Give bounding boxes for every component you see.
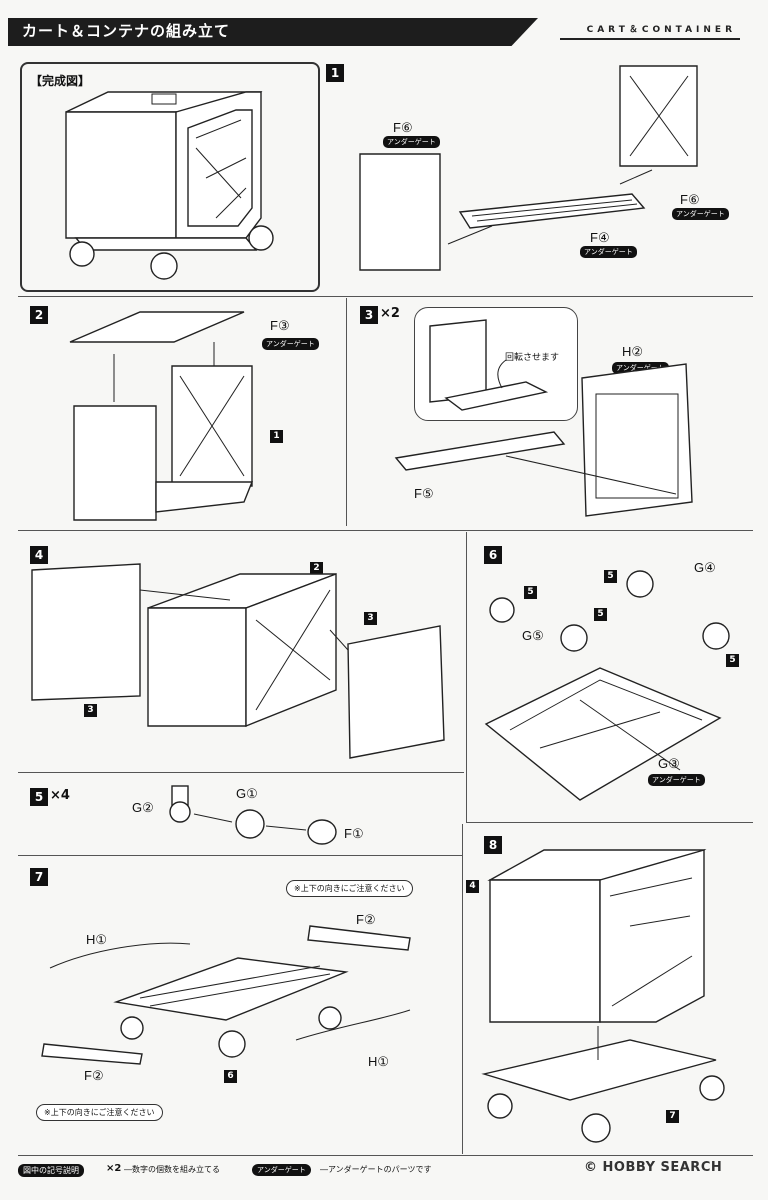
- part-label: H①: [86, 932, 108, 947]
- divider: [466, 822, 753, 823]
- under-gate-badge: アンダーゲート: [262, 338, 319, 350]
- part-label: G①: [236, 786, 258, 801]
- divider: [18, 1155, 753, 1156]
- subtitle-underline: [560, 38, 740, 40]
- step8-illustration: [481, 849, 725, 1143]
- step-reference-tag: 3: [364, 612, 377, 625]
- part-label: F③: [270, 318, 290, 333]
- step2-illustration: [69, 311, 254, 521]
- step4-illustration: [31, 563, 445, 759]
- step-reference-tag: 5: [604, 570, 617, 583]
- divider: [18, 296, 753, 297]
- legend-multiplier-text: ―数字の個数を組み立てる: [124, 1165, 220, 1174]
- watermark: © HOBBY SEARCH: [584, 1160, 723, 1175]
- divider: [18, 772, 464, 773]
- step1-illustration: [359, 65, 698, 271]
- orientation-note: ※上下の向きにご注意ください: [286, 880, 413, 897]
- page-title: カート＆コンテナの組み立て: [22, 22, 231, 40]
- step3-illustration: [394, 319, 693, 517]
- under-gate-badge: アンダーゲート: [648, 774, 705, 786]
- divider: [466, 532, 467, 822]
- title-bar: [8, 18, 538, 46]
- divider: [18, 530, 753, 531]
- part-label: G⑤: [522, 628, 544, 643]
- part-label: F⑥: [393, 120, 413, 135]
- step-number: 5: [30, 788, 48, 806]
- step-reference-tag: 7: [666, 1110, 679, 1123]
- step-reference-tag: 5: [524, 586, 537, 599]
- part-label: F④: [590, 230, 610, 245]
- divider: [18, 855, 462, 856]
- step-number: 2: [30, 306, 48, 324]
- step5-illustration: [169, 785, 337, 845]
- page-header: カート＆コンテナの組み立て CART＆CONTAINER: [0, 0, 768, 48]
- rotate-instruction: 回転させます: [505, 353, 560, 363]
- part-label: H②: [622, 344, 644, 359]
- orientation-note: ※上下の向きにご注意ください: [36, 1104, 163, 1121]
- divider: [462, 824, 463, 1154]
- part-label: F⑥: [680, 192, 700, 207]
- legend-gate-text: ―アンダーゲートのパーツです: [320, 1165, 432, 1174]
- step-reference-tag: 4: [466, 880, 479, 893]
- legend-title: 図中の記号説明: [18, 1164, 84, 1177]
- step-reference-tag: 2: [310, 562, 323, 575]
- under-gate-badge: アンダーゲート: [383, 136, 440, 148]
- completed-view-label: 【完成図】: [30, 74, 91, 88]
- legend-gate-symbol: アンダーゲート: [252, 1164, 311, 1176]
- page-subtitle: CART＆CONTAINER: [586, 25, 736, 35]
- step-number: 1: [326, 64, 344, 82]
- legend-multiplier-symbol: ×2: [106, 1163, 122, 1174]
- part-label: H①: [368, 1054, 390, 1069]
- part-label: G③: [658, 756, 680, 771]
- part-label: F①: [344, 826, 364, 841]
- step-number: 3: [360, 306, 378, 324]
- completed-cart-illustration: [65, 91, 274, 280]
- part-label: F②: [356, 912, 376, 927]
- step7-illustration: [41, 925, 411, 1065]
- step-number: 8: [484, 836, 502, 854]
- step-reference-tag: 5: [726, 654, 739, 667]
- under-gate-badge: アンダーゲート: [580, 246, 637, 258]
- step-reference-tag: 3: [84, 704, 97, 717]
- step-reference-tag: 5: [594, 608, 607, 621]
- part-label: G②: [132, 800, 154, 815]
- step-reference-tag: 1: [270, 430, 283, 443]
- step-reference-tag: 6: [224, 1070, 237, 1083]
- part-label: G④: [694, 560, 716, 575]
- step-number: 6: [484, 546, 502, 564]
- divider: [346, 298, 347, 526]
- step-number: 4: [30, 546, 48, 564]
- part-label: F②: [84, 1068, 104, 1083]
- completed-view-panel: [20, 62, 320, 292]
- part-label: F⑤: [414, 486, 434, 501]
- step6-illustration: [484, 570, 730, 801]
- quantity-multiplier: ×2: [380, 306, 400, 321]
- under-gate-badge: アンダーゲート: [672, 208, 729, 220]
- quantity-multiplier: ×4: [50, 788, 70, 803]
- step-number: 7: [30, 868, 48, 886]
